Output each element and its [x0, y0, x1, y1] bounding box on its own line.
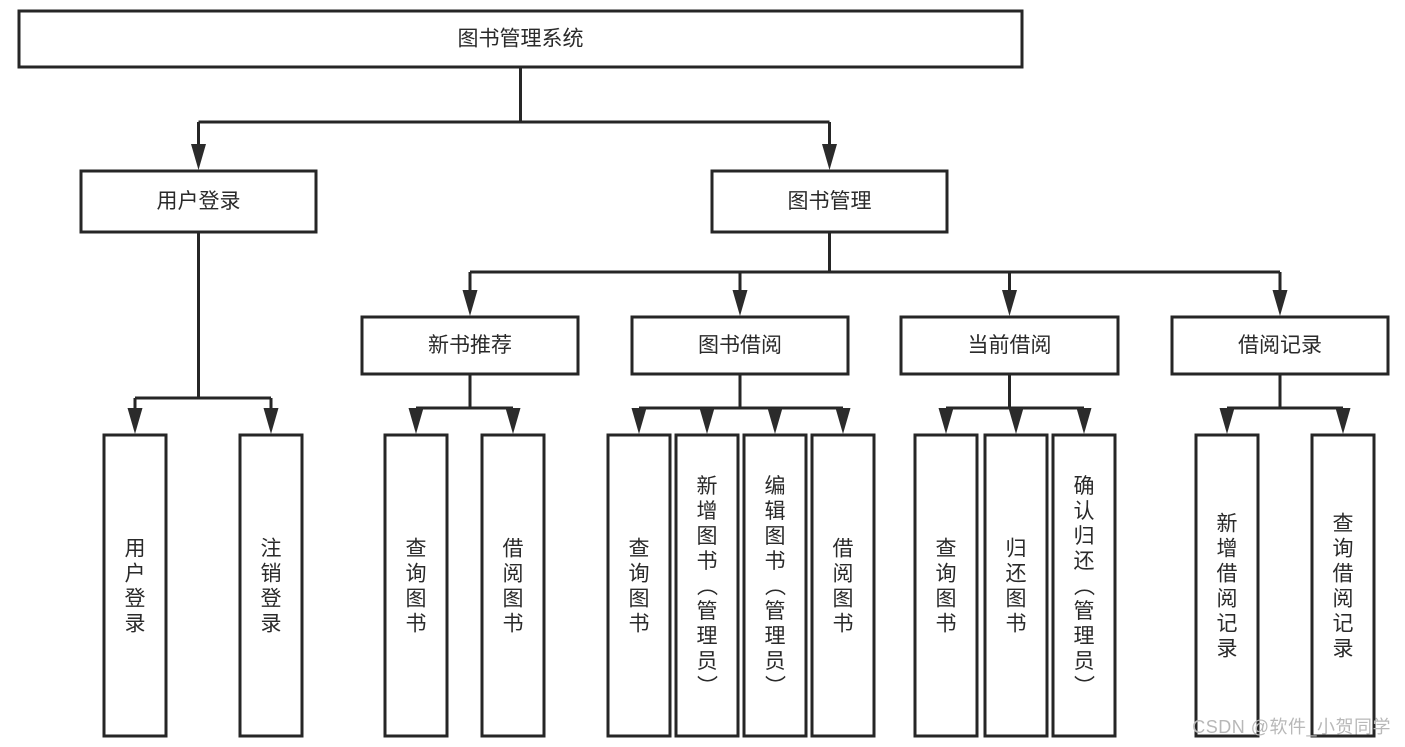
arrow-head-leaf-add-book: [699, 408, 715, 434]
node-box-new-book-rec: [360, 315, 580, 376]
node-box-leaf-add-record: [1194, 433, 1260, 738]
node-label-leaf-confirm-return: 确认归还（管理员）: [1074, 475, 1096, 698]
node-leaf-query-book-1[interactable]: 查询图书: [383, 433, 449, 738]
node-root[interactable]: 图书管理系统: [17, 9, 1024, 69]
arrow-head-borrow-record: [1272, 290, 1288, 316]
node-layer: 图书管理系统用户登录图书管理新书推荐图书借阅当前借阅借阅记录用户登录注销登录查询…: [17, 9, 1390, 738]
arrow-head-leaf-user-logout: [263, 408, 279, 434]
node-box-leaf-borrow-book-2: [810, 433, 876, 738]
node-label-leaf-user-login: 用户登录: [125, 538, 146, 636]
node-label-root: 图书管理系统: [458, 28, 584, 51]
node-leaf-user-logout[interactable]: 注销登录: [238, 433, 304, 738]
node-box-leaf-query-book-1: [383, 433, 449, 738]
arrow-head-leaf-add-record: [1219, 408, 1235, 434]
node-label-leaf-borrow-book-1: 借阅图书: [503, 538, 524, 636]
node-label-leaf-user-logout: 注销登录: [261, 538, 282, 636]
arrow-head-leaf-query-book-1: [408, 408, 424, 434]
node-label-leaf-edit-book: 编辑图书（管理员）: [765, 475, 787, 698]
node-leaf-confirm-return[interactable]: 确认归还（管理员）: [1051, 433, 1117, 738]
node-box-leaf-query-book-2: [606, 433, 672, 738]
node-box-book-manage: [710, 169, 949, 234]
arrow-head-leaf-query-book-3: [938, 408, 954, 434]
node-borrow-record[interactable]: 借阅记录: [1170, 315, 1390, 376]
node-user-login[interactable]: 用户登录: [79, 169, 318, 234]
node-leaf-query-record[interactable]: 查询借阅记录: [1310, 433, 1376, 738]
node-leaf-return-book[interactable]: 归还图书: [983, 433, 1049, 738]
node-label-leaf-query-book-3: 查询图书: [936, 538, 957, 636]
node-label-leaf-query-book-1: 查询图书: [406, 538, 427, 636]
node-leaf-query-book-3[interactable]: 查询图书: [913, 433, 979, 738]
node-box-leaf-query-record: [1310, 433, 1376, 738]
node-book-borrow[interactable]: 图书借阅: [630, 315, 850, 376]
node-new-book-rec[interactable]: 新书推荐: [360, 315, 580, 376]
arrow-head-leaf-edit-book: [767, 408, 783, 434]
watermark-text: CSDN @软件_小贺同学: [1192, 717, 1391, 737]
node-leaf-add-book[interactable]: 新增图书（管理员）: [674, 433, 740, 738]
arrow-head-leaf-user-login: [127, 408, 143, 434]
node-box-leaf-user-login: [102, 433, 168, 738]
node-leaf-borrow-book-1[interactable]: 借阅图书: [480, 433, 546, 738]
node-label-leaf-add-book: 新增图书（管理员）: [697, 475, 719, 698]
node-book-manage[interactable]: 图书管理: [710, 169, 949, 234]
arrow-head-current-borrow: [1002, 290, 1017, 316]
arrow-head-book-borrow: [732, 290, 748, 316]
node-current-borrow[interactable]: 当前借阅: [899, 315, 1120, 376]
node-leaf-query-book-2[interactable]: 查询图书: [606, 433, 672, 738]
node-box-leaf-query-book-3: [913, 433, 979, 738]
arrow-head-leaf-query-book-2: [631, 408, 647, 434]
arrow-head-leaf-confirm-return: [1076, 408, 1092, 434]
node-box-leaf-return-book: [983, 433, 1049, 738]
node-box-leaf-user-logout: [238, 433, 304, 738]
node-label-new-book-rec: 新书推荐: [428, 334, 512, 357]
node-box-user-login: [79, 169, 318, 234]
node-label-leaf-add-record: 新增借阅记录: [1217, 513, 1238, 661]
node-label-book-manage: 图书管理: [788, 190, 872, 213]
arrow-head-leaf-borrow-book-2: [835, 408, 851, 434]
arrow-head-book-manage: [822, 144, 837, 170]
arrow-head-new-book-rec: [462, 290, 478, 316]
node-box-borrow-record: [1170, 315, 1390, 376]
node-box-leaf-borrow-book-1: [480, 433, 546, 738]
node-label-leaf-query-book-2: 查询图书: [629, 538, 650, 636]
node-label-current-borrow: 当前借阅: [968, 334, 1052, 357]
node-box-root: [17, 9, 1024, 69]
node-leaf-add-record[interactable]: 新增借阅记录: [1194, 433, 1260, 738]
node-label-user-login: 用户登录: [157, 190, 241, 213]
connector-layer: [127, 67, 1351, 434]
arrow-head-leaf-borrow-book-1: [505, 408, 521, 434]
node-box-current-borrow: [899, 315, 1120, 376]
node-box-leaf-edit-book: [742, 433, 808, 738]
node-leaf-user-login[interactable]: 用户登录: [102, 433, 168, 738]
node-label-leaf-borrow-book-2: 借阅图书: [833, 538, 854, 636]
node-box-book-borrow: [630, 315, 850, 376]
node-leaf-borrow-book-2[interactable]: 借阅图书: [810, 433, 876, 738]
node-box-leaf-add-book: [674, 433, 740, 738]
node-leaf-edit-book[interactable]: 编辑图书（管理员）: [742, 433, 808, 738]
node-label-borrow-record: 借阅记录: [1238, 334, 1322, 357]
node-label-leaf-query-record: 查询借阅记录: [1333, 513, 1354, 661]
node-label-book-borrow: 图书借阅: [698, 334, 782, 357]
arrow-head-leaf-query-record: [1335, 408, 1351, 434]
arrow-head-user-login: [191, 144, 206, 170]
arrow-head-leaf-return-book: [1008, 408, 1024, 434]
node-label-leaf-return-book: 归还图书: [1006, 538, 1027, 636]
node-box-leaf-confirm-return: [1051, 433, 1117, 738]
